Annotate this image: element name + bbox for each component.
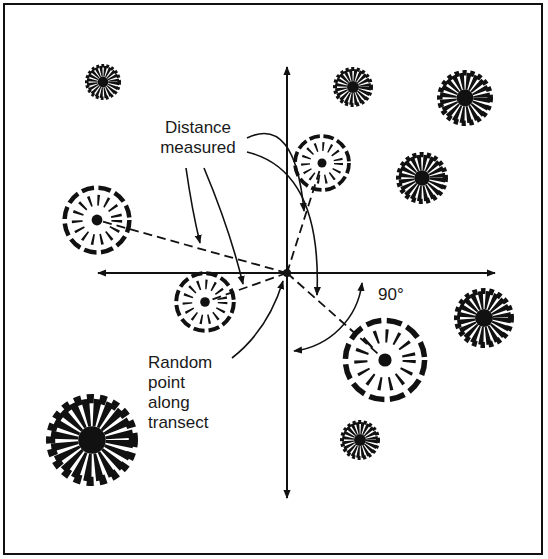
quadrant-axis	[98, 272, 495, 274]
frame	[4, 4, 542, 554]
tree-symbol	[399, 155, 446, 202]
distance-lines	[97, 163, 385, 360]
tree-symbol	[342, 422, 378, 458]
angle-label: 90°	[376, 284, 406, 306]
quadrant-axis	[286, 67, 288, 498]
distance-label: Distance measured	[150, 117, 246, 159]
tree-symbol	[87, 66, 119, 98]
point-label: Random point along transect	[146, 352, 230, 434]
tree-symbol	[457, 291, 511, 345]
random-point	[283, 269, 291, 277]
tree-symbol	[51, 399, 134, 482]
tree-symbol	[335, 69, 371, 105]
tree-symbol	[440, 73, 490, 123]
leader-lines	[186, 134, 362, 358]
